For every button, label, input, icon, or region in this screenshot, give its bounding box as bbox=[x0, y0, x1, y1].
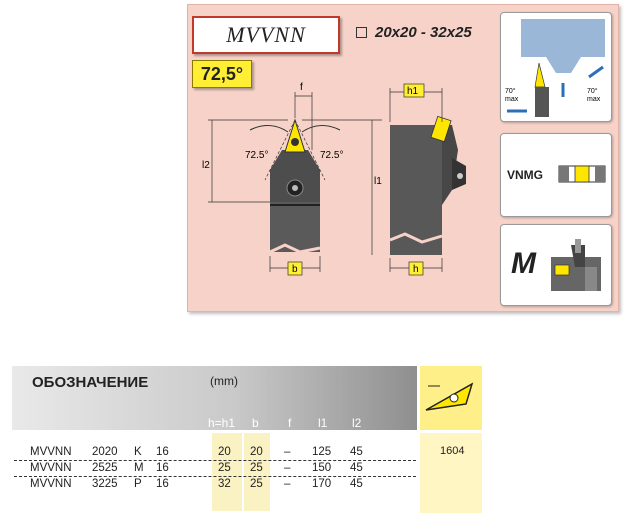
row-designation: MVVNN bbox=[30, 462, 72, 474]
row-l1: 150 bbox=[312, 462, 332, 474]
row-letter: M bbox=[134, 462, 144, 474]
row-l2: 45 bbox=[350, 462, 363, 474]
square-section-icon bbox=[356, 27, 367, 38]
clamp-mechanism-icon bbox=[551, 239, 601, 291]
dim-b-label: b bbox=[292, 264, 298, 275]
insert-type-panel: VNMG bbox=[500, 133, 612, 217]
angle-arc-right bbox=[301, 125, 341, 133]
row-l1: 125 bbox=[312, 446, 332, 458]
angle-left-label: 72.5° bbox=[245, 150, 268, 161]
col-h: h=h1 bbox=[208, 416, 236, 430]
size-range: 20x20 - 32x25 bbox=[356, 24, 472, 41]
row-b: 20 bbox=[250, 446, 263, 458]
dim-h-label: h bbox=[413, 264, 419, 275]
workpiece-profile bbox=[521, 57, 605, 73]
table-row: MVVNN 2525 M 16 25 25 – 150 45 bbox=[0, 462, 420, 474]
dim-l2-label: l2 bbox=[202, 160, 210, 171]
machining-diagram: 70° max 70° max bbox=[505, 19, 605, 117]
front-head bbox=[270, 150, 320, 202]
insert-screw bbox=[291, 138, 299, 146]
row-b: 25 bbox=[250, 478, 263, 490]
row-h: 20 bbox=[218, 446, 231, 458]
b-column-shade bbox=[244, 433, 270, 511]
row-f: – bbox=[284, 446, 291, 458]
insert-ref: 1604 bbox=[440, 445, 465, 457]
size-range-text: 20x20 - 32x25 bbox=[375, 24, 472, 41]
row-f: – bbox=[284, 478, 291, 490]
h-label-box bbox=[408, 261, 424, 276]
table-row: MVVNN 3225 P 16 32 25 – 170 45 bbox=[0, 478, 420, 490]
row-num: 16 bbox=[156, 446, 169, 458]
insert-code: VNMG bbox=[507, 168, 543, 182]
front-break-line bbox=[269, 243, 321, 254]
row-h: 32 bbox=[218, 478, 231, 490]
h-column-shade bbox=[212, 433, 242, 511]
row-size: 3225 bbox=[92, 478, 118, 490]
row-size: 2525 bbox=[92, 462, 118, 474]
row-b: 25 bbox=[250, 462, 263, 474]
tool-holder-drawing: 72.5° 72.5° f l2 l1 b h1 bbox=[202, 82, 466, 276]
approach-left-angle: 70° bbox=[505, 87, 516, 95]
table-row: MVVNN 2020 K 16 20 20 – 125 45 bbox=[0, 446, 420, 458]
row-h: 25 bbox=[218, 462, 231, 474]
diagram-insert bbox=[534, 62, 546, 88]
insert-header bbox=[420, 366, 482, 430]
front-shank bbox=[270, 202, 320, 252]
workpiece bbox=[521, 19, 605, 57]
dim-f-label: f bbox=[300, 82, 303, 93]
clamping-system-panel: M bbox=[500, 224, 612, 306]
row-l1: 170 bbox=[312, 478, 332, 490]
row-divider bbox=[14, 460, 416, 461]
row-letter: K bbox=[134, 446, 142, 458]
front-insert bbox=[284, 118, 306, 153]
approach-left-max: max bbox=[505, 96, 519, 103]
row-num: 16 bbox=[156, 462, 169, 474]
row-designation: MVVNN bbox=[30, 478, 72, 490]
dim-l1-label: l1 bbox=[374, 176, 382, 187]
side-break-line bbox=[389, 232, 443, 244]
model-title: MVVNN bbox=[192, 16, 340, 54]
unit-label: (mm) bbox=[210, 374, 238, 388]
side-head bbox=[442, 125, 458, 205]
col-l1: l1 bbox=[318, 416, 328, 430]
machining-diagram-panel: 70° max 70° max bbox=[500, 12, 612, 122]
h1-label-box bbox=[403, 83, 425, 98]
designation-heading: ОБОЗНАЧЕНИЕ bbox=[32, 374, 149, 391]
angle-right-label: 72.5° bbox=[320, 150, 343, 161]
row-l2: 45 bbox=[350, 478, 363, 490]
row-size: 2020 bbox=[92, 446, 118, 458]
approach-right-angle: 70° bbox=[587, 87, 598, 95]
side-view: h1 h bbox=[389, 83, 466, 276]
side-shank bbox=[390, 125, 442, 255]
row-letter: P bbox=[134, 478, 142, 490]
insert-profile-icon bbox=[558, 165, 606, 183]
diagram-holder bbox=[535, 87, 549, 117]
row-divider bbox=[14, 476, 416, 477]
angle-arc-left bbox=[249, 125, 289, 133]
col-b: b bbox=[252, 416, 259, 430]
col-l2: l2 bbox=[352, 416, 362, 430]
clamping-code: M bbox=[511, 247, 536, 280]
col-f: f bbox=[288, 416, 292, 430]
approach-right-max: max bbox=[587, 96, 601, 103]
row-f: – bbox=[284, 462, 291, 474]
dim-h1-label: h1 bbox=[407, 86, 419, 97]
row-num: 16 bbox=[156, 478, 169, 490]
b-label-box bbox=[287, 261, 303, 276]
clamp-screw-center bbox=[292, 185, 298, 191]
angle-guide-left bbox=[264, 119, 296, 181]
feed-arrow-right bbox=[588, 65, 604, 79]
angle-guide-right bbox=[294, 119, 326, 181]
side-insert bbox=[430, 115, 452, 143]
insert-shape-icon bbox=[425, 382, 474, 411]
approach-angle-badge: 72,5° bbox=[192, 60, 252, 88]
table-header: ОБОЗНАЧЕНИЕ (mm) h=h1 b f l1 l2 bbox=[12, 366, 417, 430]
row-designation: MVVNN bbox=[30, 446, 72, 458]
front-view: 72.5° 72.5° f l2 l1 b bbox=[202, 82, 382, 276]
row-l2: 45 bbox=[350, 446, 363, 458]
insert-column: 1604 bbox=[420, 433, 482, 513]
side-clamp-screw bbox=[457, 173, 463, 179]
